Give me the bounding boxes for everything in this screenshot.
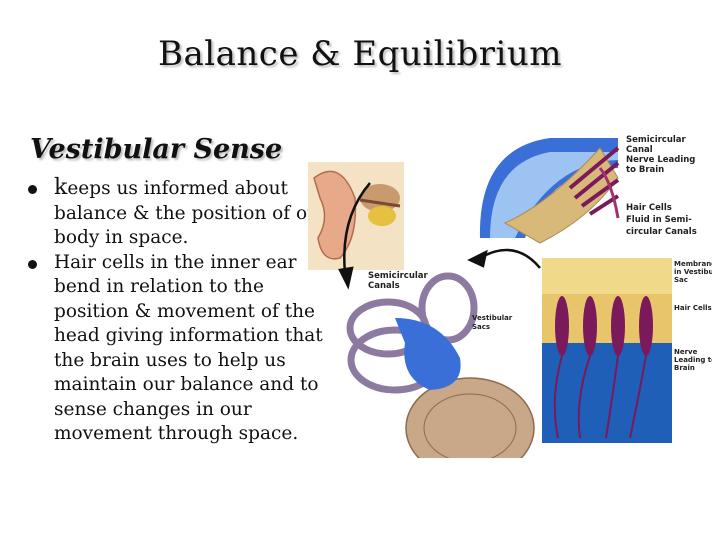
slide-title: Balance & Equilibrium (158, 34, 562, 74)
label-nerve-small-2: Leading to (674, 356, 712, 364)
label-semicircular-canal: Semicircular (626, 135, 687, 145)
label-hair-cells: Hair Cells (626, 203, 672, 213)
label-nerve-small-1: Nerve (674, 348, 698, 356)
label-nerve-small-3: Brain (674, 364, 695, 372)
bullet-text: eeps us informed about balance & the pos… (54, 178, 328, 248)
slide-subtitle: Vestibular Sense (30, 134, 283, 165)
label-hair-cells-small: Hair Cells (674, 304, 712, 312)
semicircular-canals-image (346, 272, 535, 458)
bullet-first-letter: k (54, 175, 68, 200)
arrows (338, 182, 541, 290)
ear-image (308, 162, 404, 270)
label-sacs: Sacs (472, 323, 490, 331)
label-nerve-leading: Nerve Leading (626, 155, 695, 165)
bullet-item: keeps us informed about balance & the po… (28, 175, 338, 251)
label-canal: Canal (626, 145, 653, 155)
label-membrane-1: Membrane (674, 260, 712, 268)
label-fluid-2: circular Canals (626, 227, 697, 237)
label-to-brain: to Brain (626, 165, 664, 175)
label-membrane-2: in Vestibular (674, 268, 712, 276)
bullet-list: keeps us informed about balance & the po… (28, 175, 338, 447)
inner-ear-illustration: Semicircular Canal Nerve Leading to Brai… (308, 134, 712, 458)
canal-crosssection-image (474, 134, 622, 244)
label-canals: Canals (368, 281, 400, 291)
bullet-dot-icon (28, 185, 37, 194)
bullet-dot-icon (28, 259, 37, 269)
hair-cells-image (542, 258, 672, 443)
label-semicircular-canals: Semicircular (368, 271, 429, 281)
bullet-text: Hair cells in the inner ear bend in rela… (54, 251, 323, 445)
label-vestibular: Vestibular (472, 314, 513, 322)
label-membrane-3: Sac (674, 276, 688, 284)
bullet-item: Hair cells in the inner ear bend in rela… (28, 251, 338, 447)
label-fluid-1: Fluid in Semi- (626, 215, 692, 225)
